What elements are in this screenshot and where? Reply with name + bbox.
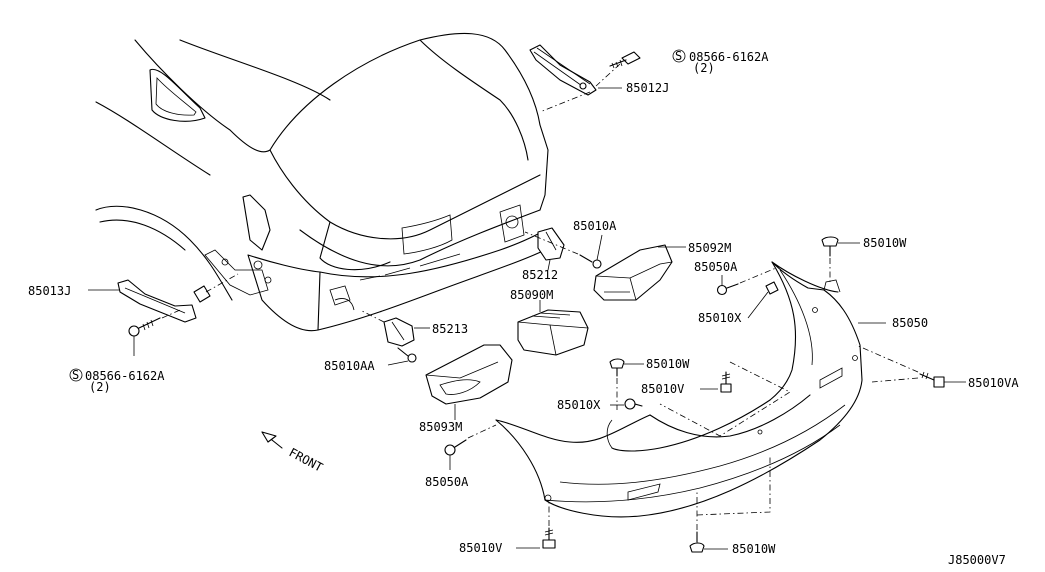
leader-85010X-top	[747, 291, 769, 319]
label-85050A-bottom: 85050A	[425, 475, 469, 489]
label-85010A: 85010A	[573, 219, 617, 233]
leader-85010VA-body	[855, 344, 919, 373]
leader-85050A-bottom-body	[467, 424, 497, 439]
leader-85013J-body	[205, 273, 239, 293]
bolt-85010V-mid	[720, 371, 732, 393]
clip-85010X-mid	[624, 398, 643, 410]
label-85010X-mid: 85010X	[557, 398, 601, 412]
label-85012J: 85012J	[626, 81, 669, 95]
label-85010AA: 85010AA	[324, 359, 375, 373]
label-85093M: 85093M	[419, 420, 462, 434]
clip-85050A-top	[716, 283, 739, 296]
absorber-85090M	[517, 309, 589, 356]
absorber-85093M	[425, 344, 513, 405]
label-85050: 85050	[892, 316, 928, 330]
diagram-code: J85000V7	[948, 553, 1006, 567]
leader-85010AA	[387, 360, 409, 366]
front-arrow-label: FRONT	[287, 445, 325, 474]
front-arrow	[261, 431, 283, 449]
leader-85010A-body	[524, 231, 579, 255]
bracket-85013J	[117, 279, 211, 323]
leader-85050A-top-body	[739, 267, 777, 284]
label-85010V-mid: 85010V	[641, 382, 684, 396]
bolt-85010VA	[919, 371, 945, 388]
screw-left-number: 08566-6162A	[85, 369, 165, 383]
leader-85010A	[596, 234, 603, 261]
leader-85010VA-body2	[871, 377, 919, 383]
screw-left	[128, 317, 161, 337]
label-85010W-top: 85010W	[863, 236, 907, 250]
leader-screw-left	[161, 309, 181, 319]
absorber-85092M	[593, 244, 673, 301]
label-85092M: 85092M	[688, 241, 731, 255]
clip-85010AA	[397, 347, 417, 363]
screw-top-number: 08566-6162A	[689, 50, 769, 64]
leader-85010V-mid-box	[659, 361, 791, 437]
clip-85010W-mid	[609, 358, 625, 377]
label-85050A-top: 85050A	[694, 260, 738, 274]
clip-85010W-top	[821, 236, 839, 257]
rear-bumper-85050	[495, 261, 863, 518]
screw-left-qty: (2)	[89, 380, 111, 394]
leader-screw-top	[595, 63, 621, 87]
label-85010X-top: 85010X	[698, 311, 742, 325]
label-screw-top: S 08566-6162A (2)	[672, 49, 769, 75]
clip-85050A-bottom	[444, 439, 467, 456]
leader-85212	[547, 259, 551, 271]
label-85213: 85213	[432, 322, 468, 336]
label-85010W-mid: 85010W	[646, 357, 690, 371]
leader-85012J-body	[539, 91, 591, 113]
label-85212: 85212	[522, 268, 558, 282]
screw-top-qty: (2)	[693, 61, 715, 75]
bolt-85010V-bottom	[542, 527, 556, 549]
label-screw-left: S 08566-6162A (2)	[69, 368, 165, 394]
clip-85010X-top	[765, 281, 779, 295]
bracket-85012J	[529, 44, 597, 96]
label-85010VA: 85010VA	[968, 376, 1019, 390]
label-85090M: 85090M	[510, 288, 553, 302]
bracket-85212	[537, 227, 565, 261]
clip-85010W-bottom	[689, 531, 705, 553]
bracket-85213	[383, 317, 415, 347]
leader-85213-body	[359, 309, 385, 323]
label-85013J: 85013J	[28, 284, 71, 298]
screw-top	[609, 51, 641, 69]
label-85010W-bottom: 85010W	[732, 542, 776, 556]
screw-symbol-left: S	[72, 368, 79, 382]
label-85010V-bottom: 85010V	[459, 541, 502, 555]
vehicle-rear-body	[95, 32, 549, 332]
screw-symbol-top: S	[675, 49, 682, 63]
leader-85010W-bottom-box	[696, 455, 771, 516]
